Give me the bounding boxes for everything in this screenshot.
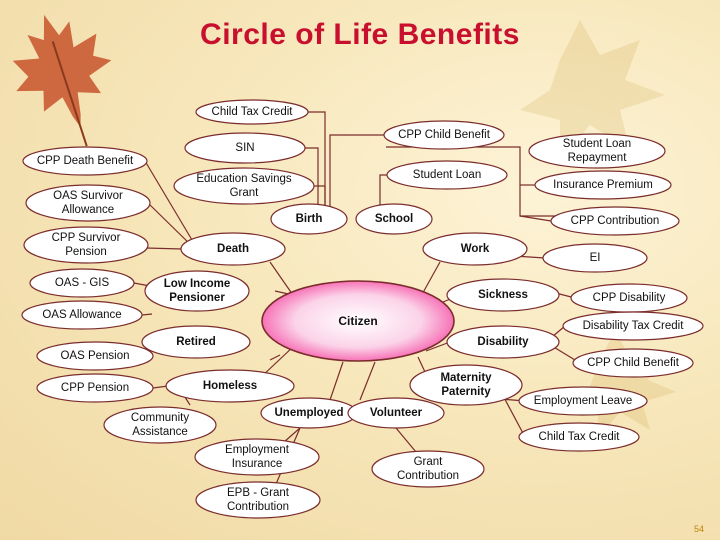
benefit-child-tax-credit-top-bubble: [195, 99, 309, 125]
stage-disability-label: Disability: [477, 336, 529, 348]
center-label: Citizen: [338, 314, 378, 328]
benefit-oas-survivor-allowance-bubble: [25, 184, 151, 222]
stage-volunteer-bubble: [347, 397, 445, 429]
stage-sickness-bubble: [446, 278, 560, 312]
stage-retired-bubble: [141, 325, 251, 359]
benefit-epb-grant-contribution-label: EPB - Grant Contribution: [226, 487, 289, 513]
benefit-cpp-contribution-bubble: [550, 206, 680, 236]
stage-school-label: School: [374, 213, 414, 225]
benefit-community-assistance-label: Community Assistance: [130, 412, 190, 438]
stage-work-bubble: [422, 232, 528, 266]
benefit-sin-label: SIN: [235, 142, 255, 154]
benefit-child-tax-credit-right-label: Child Tax Credit: [538, 431, 620, 443]
connector-line: [395, 427, 417, 453]
benefit-employment-leave-bubble: [518, 386, 648, 416]
connector-line: [425, 341, 451, 352]
benefit-ei-label: EI: [589, 252, 601, 264]
benefit-insurance-premium-bubble: [534, 170, 672, 200]
benefit-cpp-survivor-pension-bubble: [23, 226, 149, 264]
benefit-employment-leave-label: Employment Leave: [533, 395, 633, 407]
benefit-oas-gis-bubble: [29, 268, 135, 298]
connector-line: [417, 356, 426, 373]
connector-line: [145, 247, 183, 250]
center-bubble: [261, 280, 455, 362]
benefit-cpp-pension-label: CPP Pension: [60, 382, 130, 394]
benefit-cpp-death-benefit-bubble: [22, 146, 148, 176]
connector-line: [144, 160, 196, 246]
benefit-oas-pension-bubble: [36, 341, 154, 371]
stage-retired-label: Retired: [176, 336, 216, 348]
stage-death-bubble: [180, 232, 286, 266]
benefit-community-assistance-bubble: [103, 406, 217, 444]
connector-line: [269, 354, 281, 361]
benefit-cpp-child-benefit-top-bubble: [383, 120, 505, 150]
benefit-ei-bubble: [542, 243, 648, 273]
benefit-student-loan-repayment-label: Student Loan Repayment: [562, 138, 632, 164]
connector-line: [551, 345, 576, 361]
stage-sickness-label: Sickness: [478, 289, 528, 301]
stage-disability-bubble: [446, 325, 560, 359]
benefit-oas-survivor-allowance-label: OAS Survivor Allowance: [53, 190, 123, 216]
benefit-employment-insurance-bubble: [194, 438, 320, 476]
stage-homeless-bubble: [165, 369, 295, 403]
benefit-student-loan-repayment-bubble: [528, 133, 666, 169]
benefit-cpp-child-benefit-right-label: CPP Child Benefit: [587, 357, 679, 369]
benefit-education-savings-grant-label: Education Savings Grant: [196, 173, 292, 199]
connector-line: [379, 174, 390, 206]
stage-birth-label: Birth: [295, 213, 323, 225]
benefit-disability-tax-credit-label: Disability Tax Credit: [582, 320, 684, 332]
stage-maternity-label: Maternity Paternity: [440, 372, 492, 398]
benefit-cpp-child-benefit-right-bubble: [572, 348, 694, 378]
connector-line: [283, 427, 301, 443]
bubble-layer: [21, 99, 704, 519]
page-title: Circle of Life Benefits: [200, 18, 520, 51]
benefit-grant-contribution-bubble: [371, 450, 485, 488]
benefit-epb-grant-contribution-bubble: [195, 481, 321, 519]
benefit-cpp-survivor-pension-label: CPP Survivor Pension: [51, 232, 121, 258]
stage-school-bubble: [355, 203, 433, 235]
benefit-sin-bubble: [184, 132, 306, 164]
benefit-employment-insurance-label: Employment Insurance: [225, 444, 289, 470]
benefit-student-loan-bubble: [386, 160, 508, 190]
connector-line: [313, 185, 326, 205]
connector-line: [329, 361, 344, 401]
stage-unemployed-label: Unemployed: [274, 407, 344, 419]
stage-birth-bubble: [270, 203, 348, 235]
connector-line: [329, 134, 385, 206]
benefit-cpp-disability-label: CPP Disability: [592, 292, 666, 304]
benefit-education-savings-grant-bubble: [173, 167, 315, 205]
benefit-grant-contribution-label: Grant Contribution: [396, 456, 459, 482]
benefit-cpp-pension-bubble: [36, 373, 154, 403]
stage-low-income-bubble: [144, 270, 250, 312]
connector-line: [519, 215, 552, 222]
benefit-oas-allowance-bubble: [21, 300, 143, 330]
benefit-cpp-death-benefit-label: CPP Death Benefit: [36, 155, 134, 167]
stage-homeless-label: Homeless: [202, 380, 258, 392]
page-number: 54: [693, 524, 704, 534]
benefit-insurance-premium-label: Insurance Premium: [553, 179, 653, 191]
connector-line: [141, 313, 153, 316]
stage-maternity-bubble: [409, 364, 523, 406]
connector-line: [359, 361, 376, 401]
stage-low-income-label: Low Income Pensioner: [163, 278, 231, 304]
stage-work-label: Work: [460, 243, 490, 255]
benefit-student-loan-label: Student Loan: [412, 169, 482, 181]
benefit-oas-gis-label: OAS - GIS: [54, 277, 110, 289]
benefit-disability-tax-credit-bubble: [562, 311, 704, 341]
benefit-oas-pension-label: OAS Pension: [60, 350, 130, 362]
stage-death-label: Death: [217, 243, 249, 255]
benefit-child-tax-credit-top-label: Child Tax Credit: [211, 106, 293, 118]
benefit-oas-allowance-label: OAS Allowance: [42, 309, 122, 321]
maple-leaf-icon: [12, 14, 112, 147]
benefit-child-tax-credit-right-bubble: [518, 422, 640, 452]
benefit-cpp-contribution-label: CPP Contribution: [570, 215, 660, 227]
connector-line: [305, 147, 319, 205]
stage-volunteer-label: Volunteer: [369, 407, 423, 419]
benefit-cpp-child-benefit-top-label: CPP Child Benefit: [398, 129, 490, 141]
